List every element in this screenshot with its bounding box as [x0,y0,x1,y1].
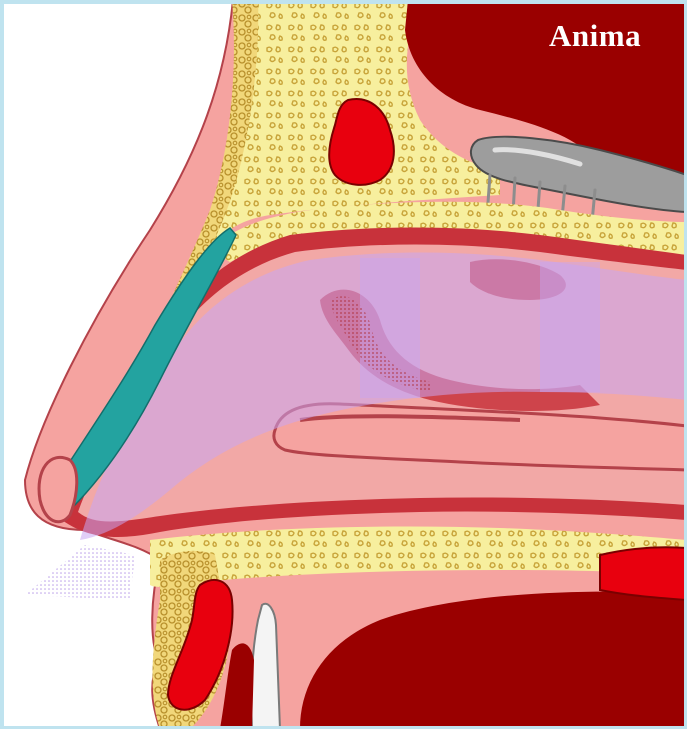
soft-palate [600,547,687,600]
diagram-title: Anima [549,20,641,51]
frame-border-top [0,0,687,4]
nostril [39,457,77,521]
frame-border-left [0,0,4,729]
